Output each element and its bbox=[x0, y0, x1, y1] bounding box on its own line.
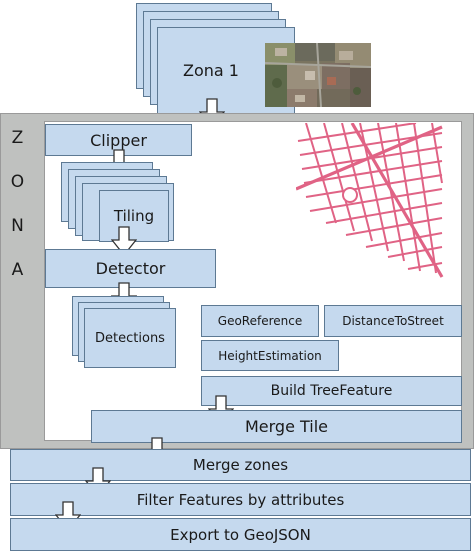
zone-letter-a: A bbox=[11, 260, 25, 280]
height-estimation-label: HeightEstimation bbox=[218, 348, 322, 363]
tiling-box: Tiling bbox=[99, 190, 169, 242]
clipper-label: Clipper bbox=[90, 130, 147, 150]
detections-box: Detections bbox=[84, 308, 176, 368]
export-geojson-label: Export to GeoJSON bbox=[170, 525, 311, 544]
zone-letter-o: O bbox=[10, 172, 26, 192]
build-tree-feature-label: Build TreeFeature bbox=[270, 383, 393, 399]
georeference-label: GeoReference bbox=[217, 314, 303, 328]
build-tree-feature-box: Build TreeFeature bbox=[201, 376, 462, 406]
zone-letter-n: N bbox=[11, 216, 25, 236]
merge-tile-label: Merge Tile bbox=[244, 417, 329, 436]
merge-zones-box: Merge zones bbox=[10, 449, 471, 481]
merge-tile-box: Merge Tile bbox=[91, 410, 462, 443]
arrow-down-tiling bbox=[111, 226, 137, 256]
detections-label: Detections bbox=[95, 330, 165, 346]
tiling-label: Tiling bbox=[113, 207, 155, 225]
filter-features-label: Filter Features by attributes bbox=[136, 490, 345, 509]
filter-features-box: Filter Features by attributes bbox=[10, 483, 471, 516]
distance-to-street-box: DistanceToStreet bbox=[324, 305, 462, 337]
zona1-label: Zona 1 bbox=[183, 61, 239, 80]
detector-label: Detector bbox=[95, 259, 166, 278]
clipper-box: Clipper bbox=[45, 124, 192, 156]
aerial-image bbox=[265, 43, 371, 107]
georeference-box: GeoReference bbox=[201, 305, 319, 337]
height-estimation-box: HeightEstimation bbox=[201, 340, 339, 371]
zone-letter-z: Z bbox=[11, 128, 25, 148]
street-network-map bbox=[296, 123, 444, 278]
export-geojson-box: Export to GeoJSON bbox=[10, 518, 471, 551]
distance-to-street-label: DistanceToStreet bbox=[342, 314, 444, 328]
detector-box: Detector bbox=[45, 249, 216, 288]
merge-zones-label: Merge zones bbox=[192, 456, 289, 474]
